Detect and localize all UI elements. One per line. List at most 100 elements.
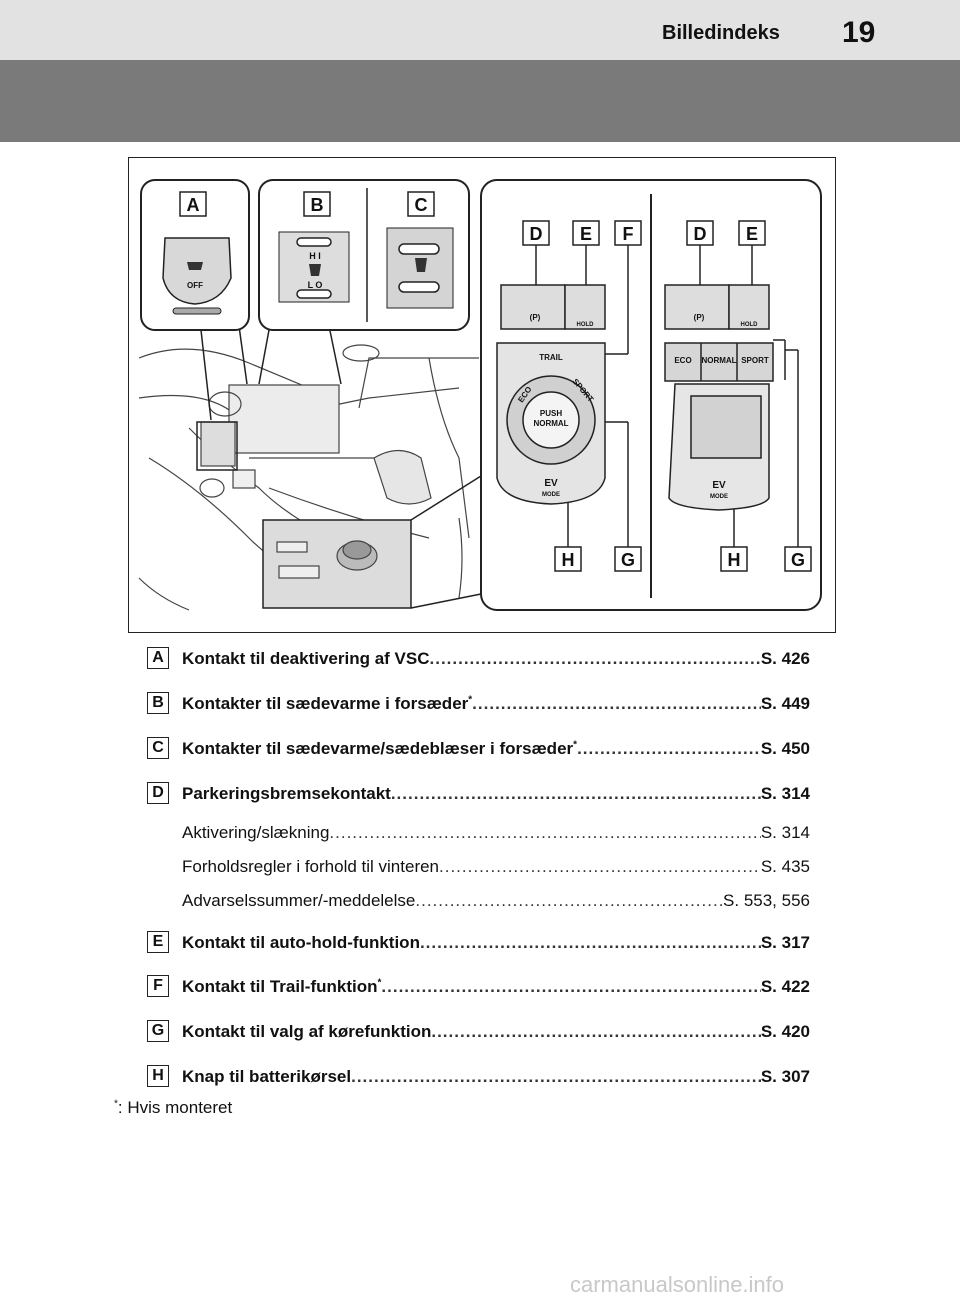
svg-text:(P): (P): [530, 313, 541, 322]
svg-text:SPORT: SPORT: [741, 356, 769, 365]
svg-text:C: C: [415, 195, 428, 215]
sub-entry[interactable]: Aktivering/slækning S. 314: [182, 823, 810, 843]
item-label: Advarselssummer/-meddelelse: [182, 891, 416, 910]
header-band: [0, 60, 960, 142]
footnote-text: : Hvis monteret: [117, 1098, 233, 1117]
list-item: Forholdsregler i forhold til vinteren S.…: [0, 855, 960, 883]
svg-text:MODE: MODE: [710, 494, 728, 500]
leader-dots: [351, 1067, 761, 1087]
svg-text:E: E: [746, 224, 758, 244]
item-letter: E: [147, 931, 169, 953]
list-item: G Kontakt til valg af kørefunktion S. 42…: [0, 1018, 960, 1046]
pointer-lines: [200, 325, 482, 609]
leader-dots: [391, 784, 761, 804]
sub-entry[interactable]: Forholdsregler i forhold til vinteren S.…: [182, 857, 810, 877]
item-letter: B: [147, 692, 169, 714]
item-page: S. 307: [760, 1067, 810, 1086]
sub-entry[interactable]: Advarselssummer/-meddelelse S. 553, 556: [182, 891, 810, 911]
item-label: Aktivering/slækning: [182, 823, 330, 842]
svg-text:EV: EV: [712, 480, 726, 491]
item-page: S. 426: [760, 649, 810, 668]
svg-text:B: B: [311, 195, 324, 215]
item-page: S. 450: [760, 739, 810, 758]
item-entry[interactable]: Kontakter til sædevarme i forsæder* S. 4…: [182, 694, 810, 714]
item-label: Kontakter til sædevarme/sædeblæser i for…: [182, 739, 578, 758]
item-page: S. 435: [760, 857, 810, 876]
svg-text:OFF: OFF: [187, 281, 203, 290]
item-page: S. 422: [760, 977, 810, 996]
leader-dots: [577, 739, 761, 759]
item-entry[interactable]: Kontakt til auto-hold-funktion S. 317: [182, 933, 810, 953]
item-entry[interactable]: Kontakt til Trail-funktion* S. 422: [182, 977, 810, 997]
footnote: *: Hvis monteret: [114, 1098, 232, 1118]
item-letter: D: [147, 782, 169, 804]
svg-text:HOLD: HOLD: [741, 322, 759, 328]
svg-text:EV: EV: [544, 478, 558, 489]
item-letter: C: [147, 737, 169, 759]
svg-text:MODE: MODE: [542, 492, 560, 498]
item-label: Kontakt til deaktivering af VSC: [182, 649, 430, 668]
list-item: Aktivering/slækning S. 314: [0, 821, 960, 849]
leader-dots: [430, 649, 761, 669]
list-item: D Parkeringsbremsekontakt S. 314: [0, 780, 960, 808]
page-number: 19: [842, 16, 876, 49]
list-item: Advarselssummer/-meddelelse S. 553, 556: [0, 889, 960, 917]
svg-text:PUSH: PUSH: [540, 409, 562, 418]
leader-dots: [431, 1022, 760, 1042]
item-label: Kontakt til auto-hold-funktion: [182, 933, 420, 952]
svg-text:H: H: [562, 550, 575, 570]
item-label: Kontakt til Trail-funktion*: [182, 977, 382, 996]
svg-text:TRAIL: TRAIL: [539, 353, 563, 362]
leader-dots: [472, 694, 761, 714]
item-label: Kontakter til sædevarme i forsæder*: [182, 694, 473, 713]
item-label: Forholdsregler i forhold til vinteren: [182, 857, 440, 876]
console-sketch: [138, 344, 479, 611]
item-letter: H: [147, 1065, 169, 1087]
item-label: Parkeringsbremsekontakt: [182, 784, 391, 803]
item-letter: F: [147, 975, 169, 997]
footnote-mark: *: [114, 1098, 118, 1110]
svg-text:A: A: [187, 195, 200, 215]
leader-dots: [329, 823, 760, 843]
item-entry[interactable]: Parkeringsbremsekontakt S. 314: [182, 784, 810, 804]
item-page: S. 420: [760, 1022, 810, 1041]
list-item: H Knap til batterikørsel S. 307: [0, 1063, 960, 1091]
section-title: Billedindeks: [662, 22, 780, 44]
leader-dots: [439, 857, 761, 877]
svg-text:NORMAL: NORMAL: [533, 419, 568, 428]
leader-dots: [381, 977, 760, 997]
svg-text:F: F: [623, 224, 634, 244]
leader-dots: [415, 891, 723, 911]
item-letter: A: [147, 647, 169, 669]
svg-text:L O: L O: [308, 280, 323, 290]
item-page: S. 314: [760, 784, 810, 803]
svg-text:(P): (P): [694, 313, 705, 322]
item-page: S. 449: [760, 694, 810, 713]
item-entry[interactable]: Knap til batterikørsel S. 307: [182, 1067, 810, 1087]
svg-text:ECO: ECO: [674, 356, 691, 365]
svg-text:G: G: [621, 550, 635, 570]
list-item: F Kontakt til Trail-funktion* S. 422: [0, 973, 960, 1001]
svg-text:HOLD: HOLD: [577, 322, 595, 328]
item-entry[interactable]: Kontakter til sædevarme/sædeblæser i for…: [182, 739, 810, 759]
item-entry[interactable]: Kontakt til valg af kørefunktion S. 420: [182, 1022, 810, 1042]
svg-text:E: E: [580, 224, 592, 244]
item-label: Knap til batterikørsel: [182, 1067, 352, 1086]
svg-text:D: D: [530, 224, 543, 244]
item-label: Kontakt til valg af kørefunktion: [182, 1022, 432, 1041]
list-item: B Kontakter til sædevarme i forsæder* S.…: [0, 690, 960, 718]
page-header: Billedindeks 19: [0, 0, 960, 60]
svg-text:G: G: [791, 550, 805, 570]
dashboard-illustration: A OFF B C H I L O D E F: [128, 157, 836, 633]
svg-text:NORMAL: NORMAL: [701, 356, 736, 365]
list-item: E Kontakt til auto-hold-funktion S. 317: [0, 929, 960, 957]
list-item: C Kontakter til sædevarme/sædeblæser i f…: [0, 735, 960, 763]
list-item: A Kontakt til deaktivering af VSC S. 426: [0, 645, 960, 673]
leader-dots: [420, 933, 761, 953]
item-letter: G: [147, 1020, 169, 1042]
item-page: S. 314: [760, 823, 810, 842]
svg-text:D: D: [694, 224, 707, 244]
item-entry[interactable]: Kontakt til deaktivering af VSC S. 426: [182, 649, 810, 669]
item-page: S. 553, 556: [723, 891, 810, 910]
item-page: S. 317: [760, 933, 810, 952]
